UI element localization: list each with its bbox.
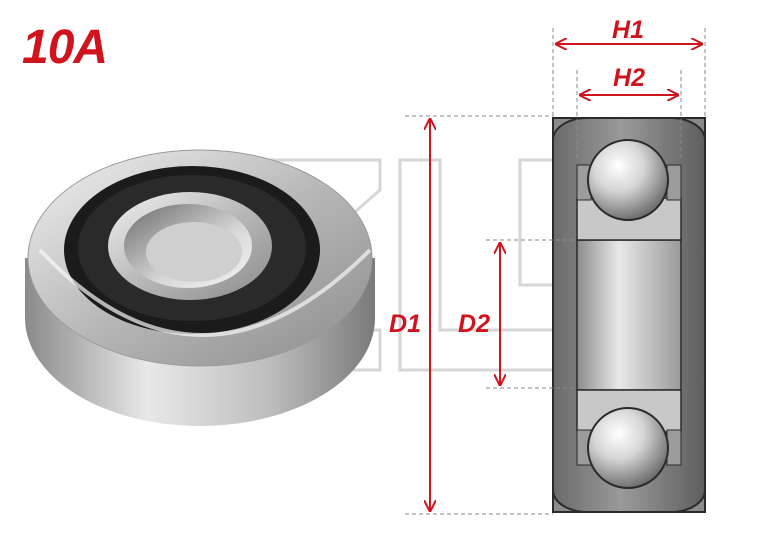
h1-label: H1 <box>612 16 644 44</box>
ball-bottom <box>587 407 669 489</box>
d2-label: D2 <box>458 310 490 338</box>
bearing-photo <box>25 149 375 426</box>
product-code: 10A <box>22 21 108 74</box>
d1-label: D1 <box>389 310 421 338</box>
guide-lines <box>405 28 706 515</box>
bearing-cross-section <box>552 117 706 513</box>
h2-label: H2 <box>613 64 645 92</box>
ball-top <box>587 139 669 221</box>
